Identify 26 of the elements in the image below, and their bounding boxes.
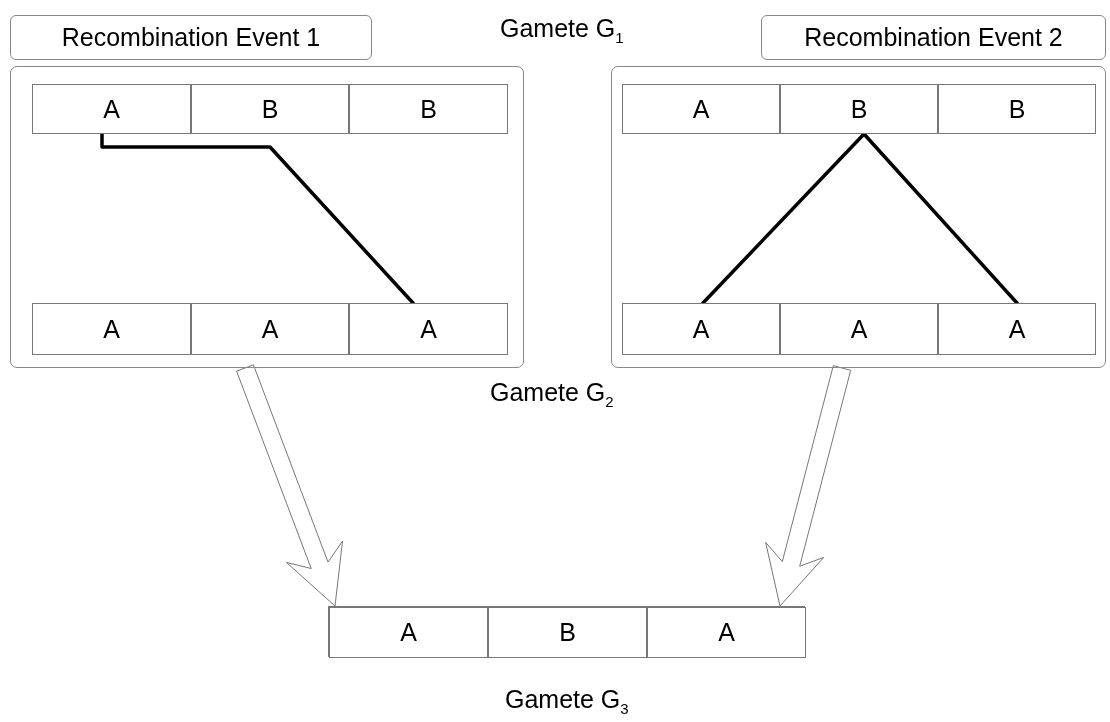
allele-cell: B [349, 84, 508, 134]
allele-cell: B [938, 84, 1096, 134]
allele-cell: A [32, 84, 191, 134]
allele-cell: A [647, 607, 806, 658]
hollow-arrow [765, 365, 852, 607]
allele-cell: B [780, 84, 938, 134]
heading-tab: Recombination Event 1 [10, 15, 372, 60]
allele-cell: A [622, 84, 780, 134]
allele-cell: B [488, 607, 647, 658]
crossover-line [862, 132, 1019, 305]
gamete-label: Gamete G$_{3}$ [505, 685, 629, 717]
crossover-line [100, 132, 415, 305]
allele-cell: A [32, 303, 191, 355]
gamete-label: Gamete G$_{2}$ [490, 378, 614, 410]
allele-cell: A [780, 303, 938, 355]
allele-cell: A [349, 303, 508, 355]
allele-cell: B [191, 84, 349, 134]
gamete-label: Gamete G$_{1}$ [500, 14, 624, 46]
heading-tab: Recombination Event 2 [761, 15, 1106, 60]
hollow-arrow [236, 364, 343, 607]
strand-bar [328, 606, 805, 657]
crossover-line [701, 132, 866, 305]
allele-cell: A [938, 303, 1096, 355]
allele-cell: A [622, 303, 780, 355]
allele-cell: A [191, 303, 349, 355]
allele-cell: A [329, 607, 488, 658]
